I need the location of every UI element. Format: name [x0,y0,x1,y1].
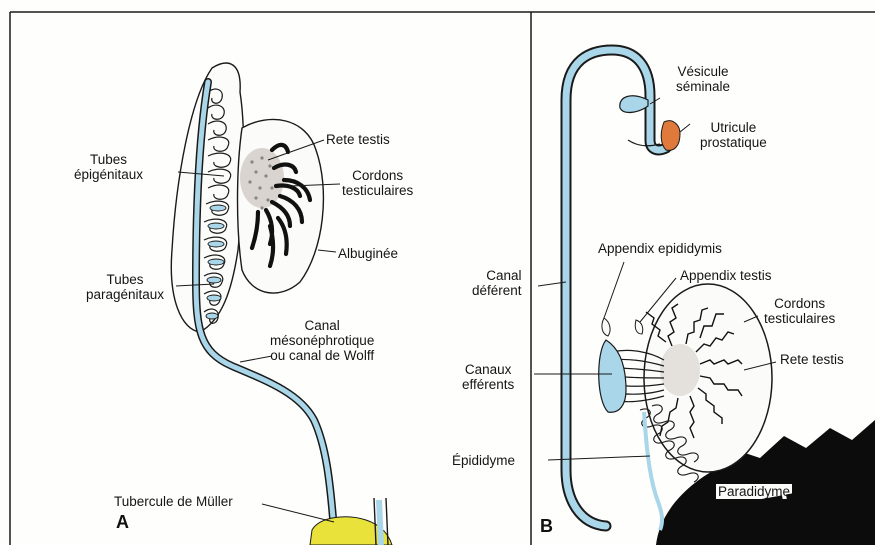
label-appendix-testis: Appendix testis [680,268,772,283]
label-albuginee: Albuginée [338,246,398,261]
label-canal-wolff: Canal mésonéphrotique ou canal de Wolff [270,318,374,363]
label-tubercule-muller: Tubercule de Müller [114,494,233,509]
seminal-vesicle [620,96,648,113]
label-vesicule-seminale: Vésicule séminale [676,64,730,94]
label-utricule-prostatique: Utricule prostatique [700,120,767,150]
label-tubes-epigenitaux: Tubes épigénitaux [74,152,143,182]
appendix-testis [635,320,643,334]
label-epididyme: Épididyme [452,453,515,468]
label-canaux-efferents: Canaux efférents [462,362,514,392]
prostatic-utricle [661,121,680,151]
label-rete-testis-a: Rete testis [326,132,390,147]
appendix-epididymis [602,318,610,336]
label-tubes-paragenitaux: Tubes paragénitaux [86,272,164,302]
label-cordons-testiculaires-b: Cordons testiculaires [764,296,835,326]
label-rete-testis-b: Rete testis [780,352,844,367]
label-cordons-testiculaires-a: Cordons testiculaires [342,168,413,198]
rete-testis-b [660,344,700,396]
label-canal-deferent: Canal déférent [472,268,522,298]
panel-label-b: B [540,516,553,537]
panel-label-a: A [116,512,129,533]
label-appendix-epididymis: Appendix epididymis [598,241,722,256]
